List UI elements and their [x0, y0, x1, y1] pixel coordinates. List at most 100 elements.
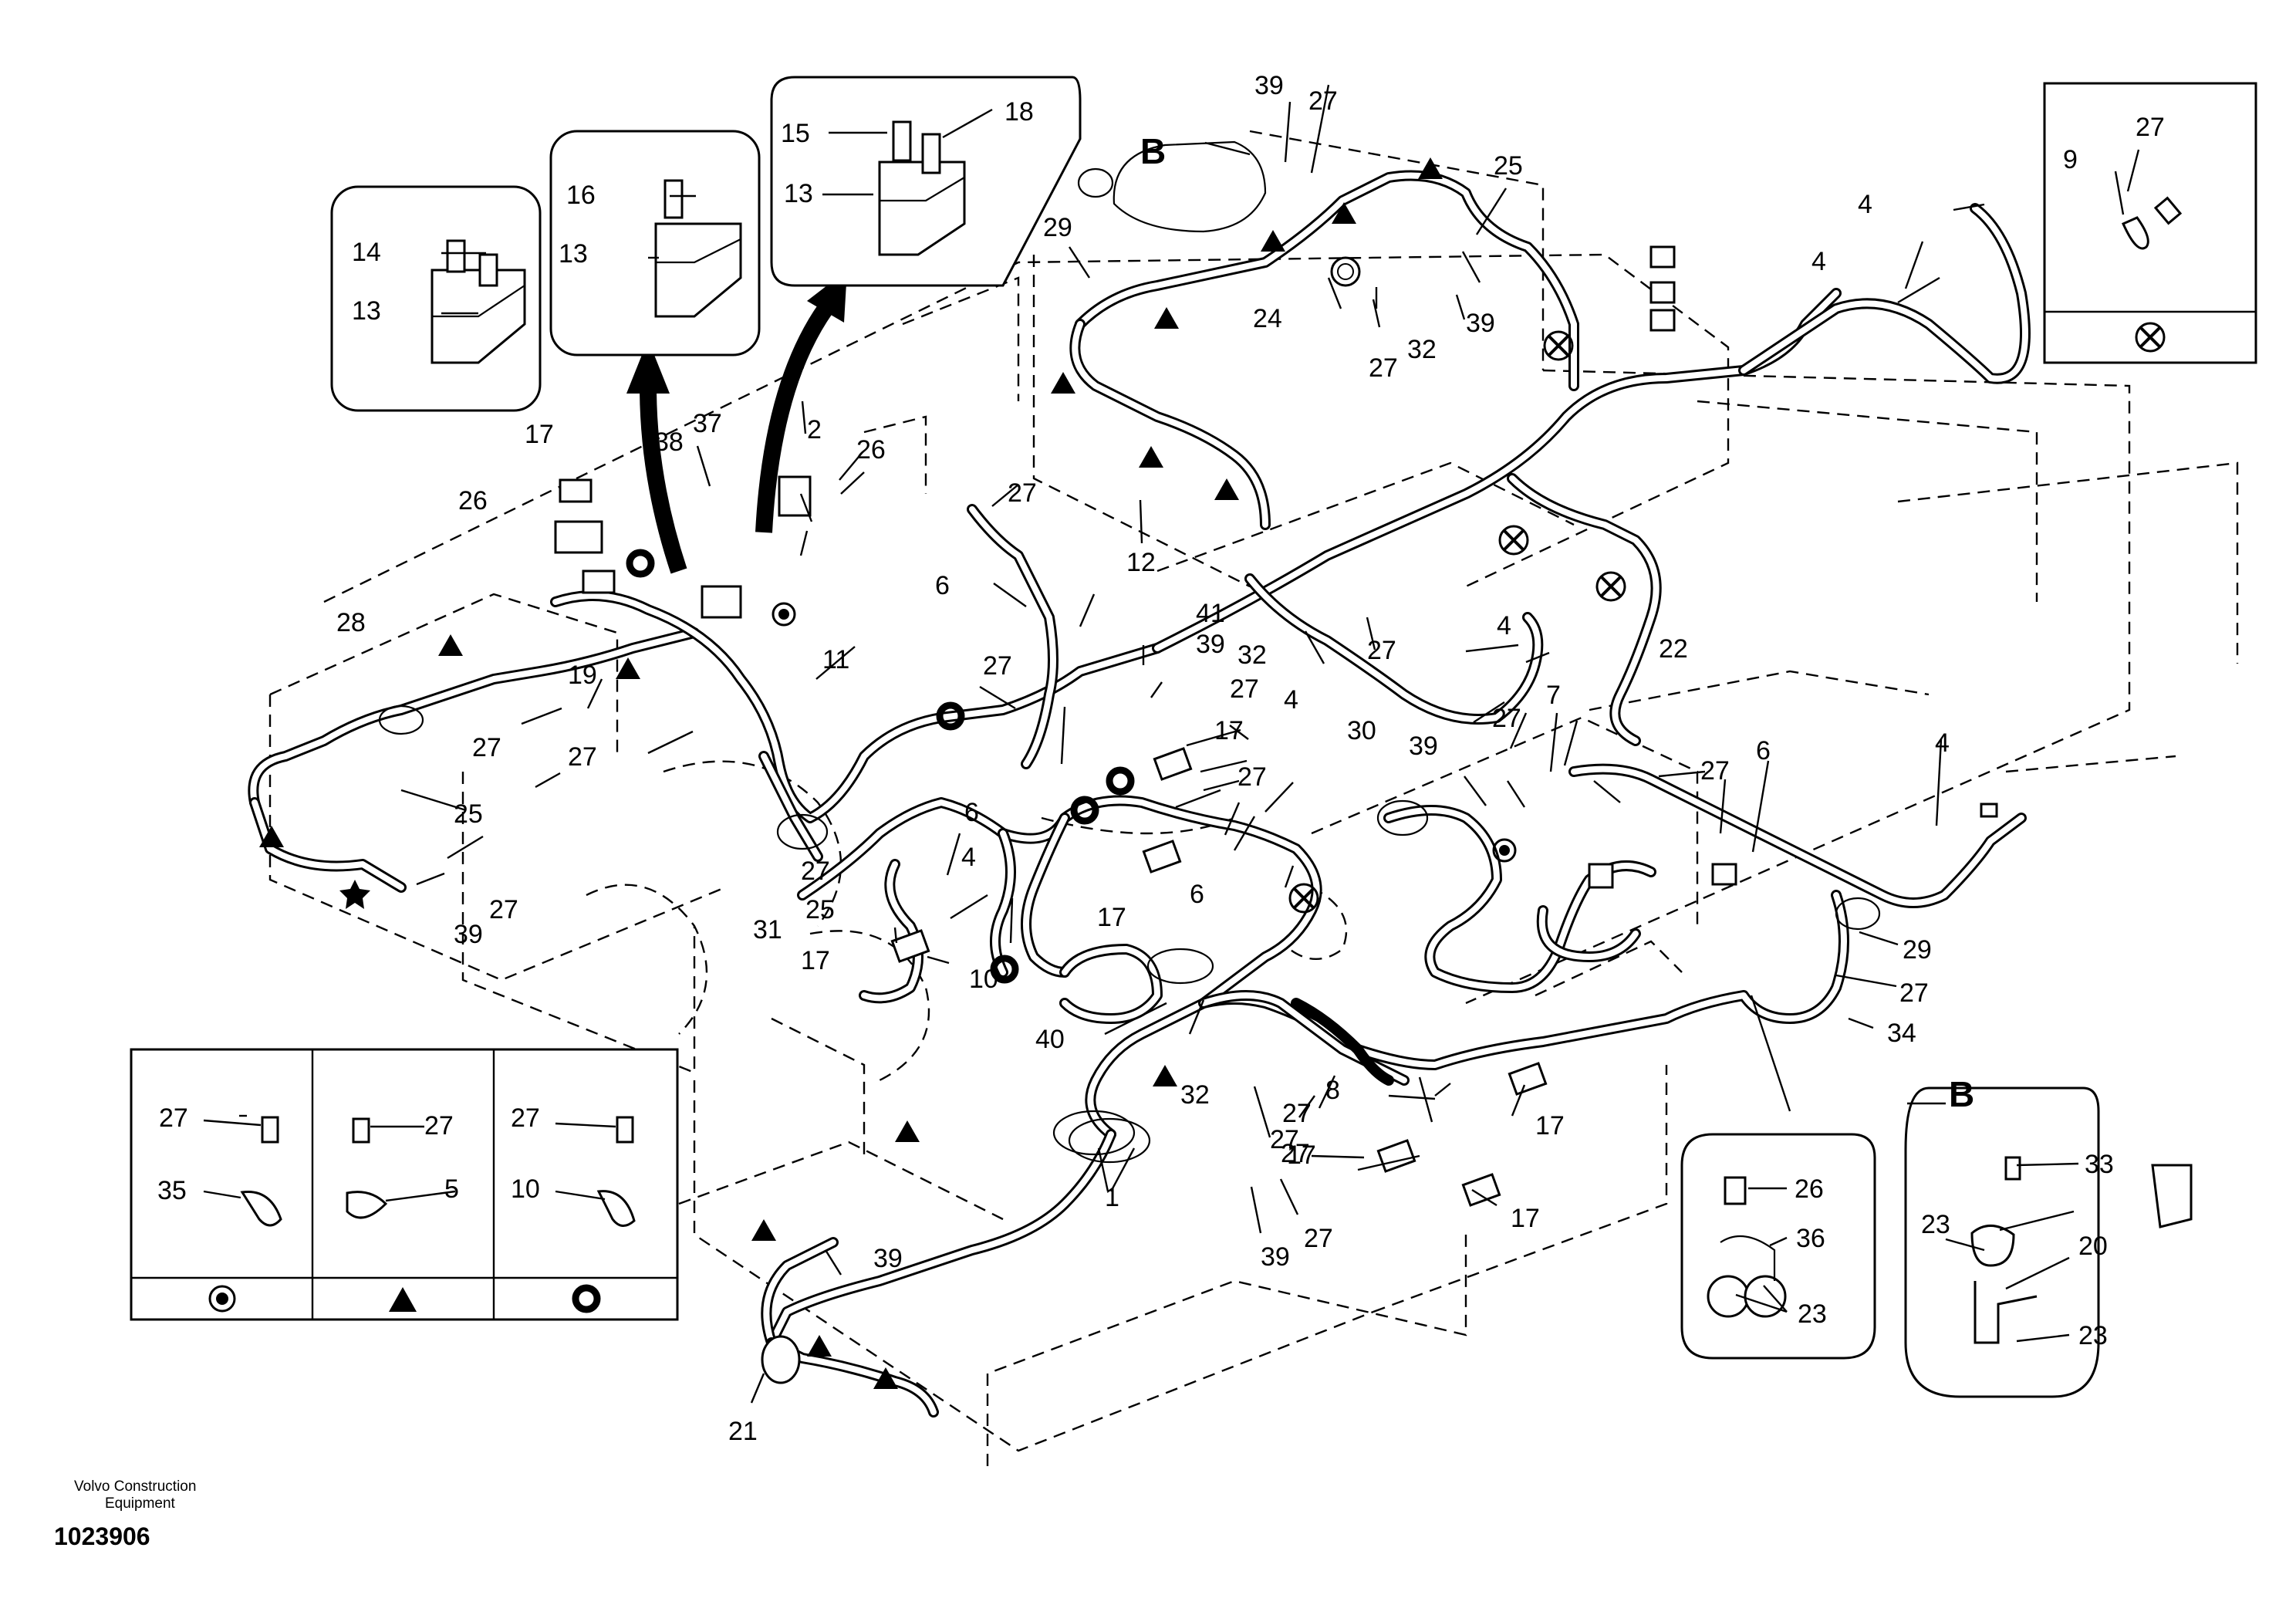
- callout-32: 32: [1237, 640, 1267, 670]
- callout-27: 27: [1281, 1139, 1310, 1168]
- callout-26: 26: [458, 486, 488, 515]
- callout-28: 28: [336, 608, 366, 637]
- callout-26: 26: [1795, 1174, 1824, 1204]
- callout-27: 27: [1237, 762, 1267, 792]
- callout-27: 27: [983, 651, 1012, 681]
- callout-23: 23: [2078, 1321, 2108, 1350]
- callout-23: 23: [1921, 1210, 1950, 1239]
- callout-7: 7: [1546, 681, 1561, 710]
- callout-29: 29: [1043, 213, 1072, 242]
- footer: Volvo Construction Equipment 1023906: [54, 1478, 196, 1550]
- callout-22: 22: [1659, 634, 1688, 664]
- grommets: [378, 167, 1881, 1164]
- callout-29: 29: [1903, 935, 1932, 965]
- callout-37: 37: [693, 409, 722, 438]
- callout-20: 20: [2078, 1232, 2108, 1261]
- callout-27: 27: [1899, 978, 1929, 1008]
- relay-inset-16: [549, 130, 761, 357]
- callout-39: 39: [1261, 1242, 1290, 1272]
- callout-39: 39: [1466, 309, 1495, 338]
- callout-27: 27: [1270, 1125, 1299, 1154]
- callout-6: 6: [964, 798, 979, 827]
- detail-b-box: [1904, 1086, 2193, 1398]
- callout-17: 17: [525, 420, 554, 449]
- footer-brand-line2: Equipment: [105, 1495, 176, 1512]
- callout-17: 17: [1214, 716, 1244, 745]
- callout-27: 27: [1282, 1099, 1312, 1128]
- callout-27: 27: [1308, 86, 1338, 116]
- callout-27: 27: [1369, 353, 1398, 383]
- callout-3: 3: [773, 398, 788, 427]
- detail-b-region: [1113, 140, 1791, 1112]
- callout-4: 4: [1811, 247, 1826, 276]
- footer-brand-line1: Volvo Construction: [74, 1478, 196, 1495]
- callout-27: 27: [1230, 674, 1259, 704]
- callout-17: 17: [801, 946, 830, 975]
- relay-inset-14: [330, 185, 542, 412]
- relay-inset-15: [770, 76, 1082, 287]
- callout-4: 4: [1284, 685, 1298, 715]
- callout-27: 27: [511, 1103, 540, 1133]
- callout-27: 27: [159, 1103, 188, 1133]
- callout-14: 14: [352, 238, 381, 267]
- callout-27: 27: [1367, 636, 1396, 665]
- callout-39: 39: [1196, 630, 1225, 659]
- callout-33: 33: [2085, 1150, 2114, 1179]
- callout-27: 27: [1304, 1224, 1333, 1253]
- callout-10: 10: [969, 965, 998, 994]
- callout-32: 32: [1180, 1080, 1210, 1110]
- callout-8: 8: [1325, 1076, 1340, 1105]
- callout-30: 30: [1347, 716, 1376, 745]
- callout-16: 16: [566, 181, 596, 210]
- callout-39: 39: [1409, 732, 1438, 761]
- symbol-markers: [259, 157, 1626, 1389]
- callout-21: 21: [728, 1417, 758, 1446]
- callout-27: 27: [568, 742, 597, 772]
- callout-17: 17: [1287, 1140, 1316, 1170]
- callout-32: 32: [1407, 335, 1437, 364]
- callout-15: 15: [781, 119, 810, 148]
- callout-labels: 1 2 3 4 4 4 4 4 4 5 6 6 6 6 7 8 9 10 10 …: [157, 71, 2165, 1446]
- callout-5: 5: [444, 1174, 459, 1204]
- callout-27: 27: [2136, 113, 2165, 142]
- callout-6: 6: [1756, 736, 1771, 765]
- drawing-number: 1023906: [54, 1522, 150, 1550]
- detail-36-box: [1680, 1133, 1876, 1360]
- callout-6: 6: [1190, 880, 1204, 909]
- callout-31: 31: [753, 915, 782, 944]
- callout-4: 4: [1858, 190, 1872, 219]
- callout-9: 9: [2063, 145, 2078, 174]
- callout-40: 40: [1035, 1025, 1065, 1054]
- callout-25: 25: [805, 895, 835, 924]
- callout-38: 38: [654, 427, 684, 457]
- callout-4: 4: [1497, 611, 1511, 640]
- callout-13: 13: [559, 239, 588, 269]
- callout-17: 17: [1097, 903, 1126, 932]
- relay-arrows: [626, 270, 847, 574]
- detail-box-9: [2043, 82, 2257, 364]
- connectors: [554, 245, 1998, 1207]
- callout-39: 39: [1254, 71, 1284, 100]
- callout-27: 27: [472, 733, 501, 762]
- callout-26: 26: [856, 435, 886, 465]
- callout-4: 4: [961, 843, 976, 872]
- callout-27: 27: [1492, 704, 1521, 733]
- callout-35: 35: [157, 1176, 187, 1205]
- callout-6: 6: [935, 571, 950, 600]
- callout-25: 25: [1494, 151, 1523, 181]
- callout-24: 24: [1253, 304, 1282, 333]
- callout-34: 34: [1887, 1019, 1916, 1048]
- callout-27: 27: [1700, 756, 1730, 786]
- callout-27: 27: [1008, 478, 1037, 508]
- callout-25: 25: [454, 799, 483, 829]
- callout-10: 10: [511, 1174, 540, 1204]
- callout-1: 1: [1105, 1183, 1119, 1212]
- callout-39: 39: [873, 1244, 903, 1273]
- callout-12: 12: [1126, 548, 1156, 577]
- callout-17: 17: [1511, 1204, 1540, 1233]
- callout-23: 23: [1798, 1299, 1827, 1329]
- callout-13: 13: [352, 296, 381, 326]
- callout-27: 27: [489, 895, 518, 924]
- callout-27: 27: [424, 1111, 454, 1140]
